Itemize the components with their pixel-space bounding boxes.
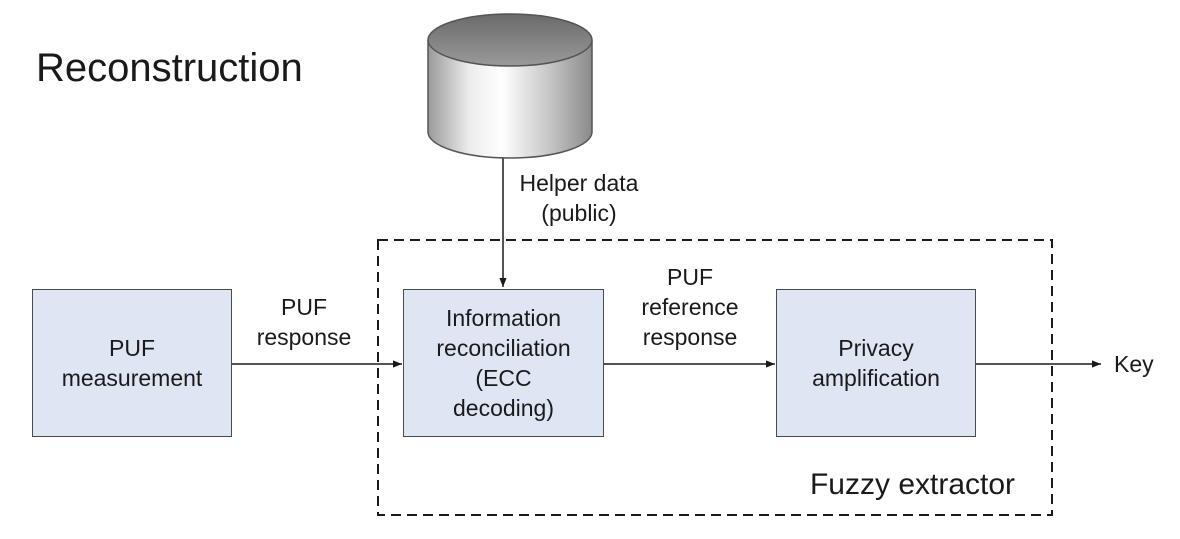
puf-measurement-block: PUF measurement [32,289,232,437]
information-reconciliation-block: Information reconciliation (ECC decoding… [403,289,604,437]
puf-reference-response-label: PUF reference response [641,264,739,350]
fuzzy-extractor-frame [377,239,1053,516]
key-label: Key [1114,351,1154,377]
fuzzy-extractor-label: Fuzzy extractor [809,468,1016,501]
helper-data-label: Helper data (public) [519,170,639,226]
helper-data-database-icon [427,13,593,159]
puf-response-label: PUF response [256,294,352,350]
diagram-title: Reconstruction [36,46,303,90]
privacy-amplification-block: Privacy amplification [776,289,976,437]
